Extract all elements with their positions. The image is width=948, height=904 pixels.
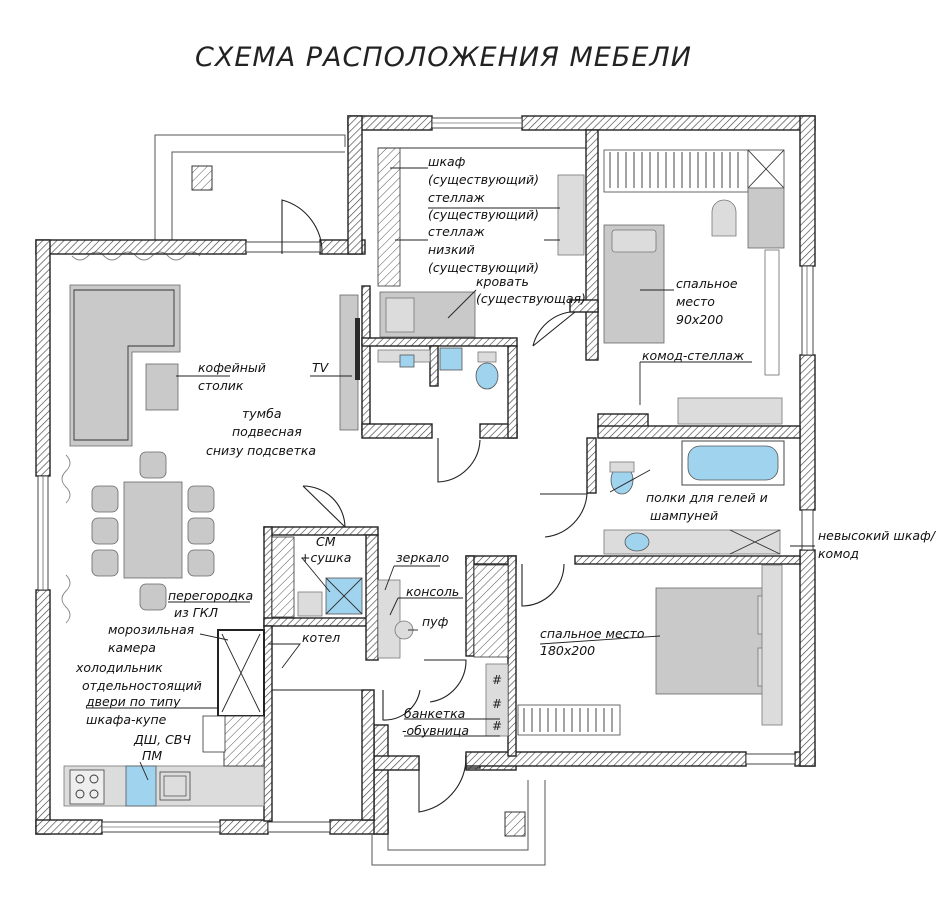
label-washer-2: +сушка (300, 550, 351, 565)
laundry-hallway: # # # (271, 536, 509, 737)
label-shelves-gels: полки для гелей и (646, 490, 768, 505)
labels: шкаф (существующий) стеллаж (существующи… (75, 154, 937, 763)
svg-text:#: # (492, 697, 502, 711)
label-dresser-rack: комод-стеллаж (642, 348, 745, 363)
label-tv-unit-2: подвесная (232, 424, 302, 439)
label-shelving-existing: (существующий) (428, 207, 539, 222)
living-furniture (61, 251, 360, 624)
label-coffee-table-2: столик (198, 378, 244, 393)
label-partition: перегородка (168, 588, 253, 603)
label-fridge-3: двери по типу (85, 694, 181, 709)
label-coffee-table: кофейный (198, 360, 266, 375)
label-shelving-low-existing: (существующий) (428, 260, 539, 275)
label-sleep-place-1b: место (676, 294, 715, 309)
label-tv: TV (312, 360, 330, 375)
bedroom-2 (517, 564, 783, 736)
label-shelving-low: стеллаж (428, 224, 485, 239)
label-sleep-place-2: спальное место (540, 626, 645, 641)
exterior-walls (35, 115, 816, 835)
label-low-cabinet-2: комод (818, 546, 859, 561)
label-sleep-place-1c: 90х200 (676, 312, 723, 327)
label-wardrobe: шкаф (428, 154, 466, 169)
label-freezer: морозильная (108, 622, 195, 637)
label-sleep-place-1: спальное (676, 276, 738, 291)
svg-text:#: # (492, 673, 502, 687)
bathroom-2 (603, 440, 785, 555)
label-fridge-2: отдельностоящий (82, 678, 202, 693)
kitchen (63, 629, 265, 807)
label-fridge-4: шкафа-купе (86, 712, 167, 727)
label-partition-2: из ГКЛ (174, 605, 219, 620)
label-boiler: котел (302, 630, 340, 645)
label-dishwasher: ДШ, СВЧ (133, 732, 191, 747)
label-fridge: холодильник (75, 660, 163, 675)
label-tv-unit: тумба (242, 406, 281, 421)
room-existing-furniture (377, 147, 586, 338)
label-sleep-place-2b: 180х200 (540, 643, 595, 658)
bathroom-1 (377, 347, 499, 390)
label-shelves-gels-2: шампуней (650, 508, 718, 523)
label-bed-existing: кровать (476, 274, 529, 289)
leader-lines (86, 167, 815, 781)
label-mirror: зеркало (396, 550, 449, 565)
label-bed-existing-2: (существующая) (476, 291, 586, 306)
label-console: консоль (406, 584, 459, 599)
label-bench: банкетка (404, 706, 465, 721)
porch-outlines (154, 134, 546, 866)
label-pouf: пуф (422, 614, 449, 629)
svg-text:#: # (492, 719, 502, 733)
label-low-cabinet: невысокий шкаф/ (818, 528, 937, 543)
label-bench-2: -обувница (402, 723, 469, 738)
interior-walls (263, 129, 801, 822)
label-pm: ПМ (142, 748, 162, 763)
label-tv-unit-3: снизу подсветка (206, 443, 316, 458)
label-washer: СМ (316, 534, 336, 549)
bedroom-1 (603, 149, 785, 425)
plan-title: СХЕМА РАСПОЛОЖЕНИЯ МЕБЕЛИ (195, 42, 692, 73)
windows (37, 117, 814, 833)
label-shelving: стеллаж (428, 190, 485, 205)
label-shelving-low-2: низкий (428, 242, 475, 257)
doors (272, 199, 588, 813)
label-freezer-2: камера (108, 640, 156, 655)
label-wardrobe-existing: (существующий) (428, 172, 539, 187)
